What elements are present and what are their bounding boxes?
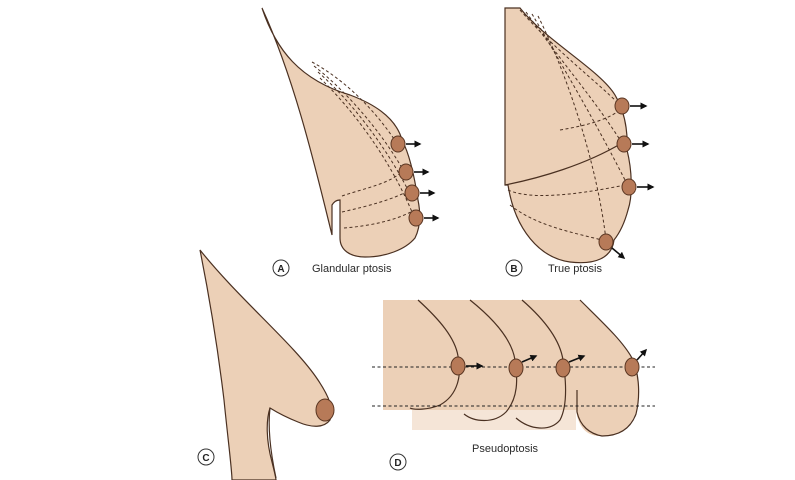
panel-a-contour-3	[317, 71, 409, 191]
panel-c-nipple	[315, 398, 335, 422]
panel-d-arrow-3	[568, 354, 586, 363]
panel-a-torso	[261, 7, 421, 258]
panel-a-contour-7	[343, 209, 415, 229]
panel-a-label: A	[277, 264, 284, 275]
panel-b-nipple-2	[616, 135, 632, 153]
panel-d-arrow-4	[636, 348, 648, 361]
panel-b: B True ptosis	[504, 7, 655, 277]
panel-d: D Pseudoptosis	[372, 299, 655, 471]
panel-b-contour-5	[507, 185, 621, 196]
panel-b-contour-1	[519, 9, 621, 106]
panel-c-torso	[199, 249, 333, 480]
panel-c-underfold	[268, 407, 277, 479]
panel-a-nipple-4	[408, 209, 424, 227]
panel-c-label: C	[202, 453, 209, 464]
panel-b-arrow-4	[611, 247, 626, 259]
panel-a: A Glandular ptosis	[261, 7, 440, 277]
panel-b-label: B	[510, 264, 517, 275]
panel-b-contour-2	[525, 11, 623, 144]
panel-d-nipple-3	[555, 358, 571, 378]
panel-d-outline-4	[576, 299, 640, 437]
panel-a-label-circle	[272, 259, 290, 277]
panel-a-contour-6	[341, 189, 411, 213]
panel-a-contour-1	[311, 61, 397, 143]
panel-b-contour-6	[509, 204, 603, 241]
panel-b-torso	[504, 7, 632, 264]
panel-d-arrow-2	[521, 354, 538, 363]
panel-b-contour-4	[537, 15, 607, 241]
panel-b-caption: True ptosis	[548, 263, 603, 275]
panel-c-label-circle	[197, 448, 215, 466]
panel-a-nipple-2	[398, 163, 414, 181]
panel-d-lower-strip	[412, 405, 576, 430]
panel-d-outline-2	[463, 299, 518, 422]
panel-a-nipple-1	[390, 135, 406, 153]
panel-a-contour-4	[319, 77, 413, 213]
panel-a-contour-2	[313, 65, 403, 169]
panel-d-nipple-2	[508, 358, 524, 378]
panel-b-nipple-3	[621, 178, 637, 196]
panel-a-caption: Glandular ptosis	[312, 263, 392, 275]
panel-d-outline-1	[409, 299, 461, 410]
panel-d-caption: Pseudoptosis	[472, 443, 539, 455]
panel-c: C	[197, 249, 335, 480]
panel-b-contour-3	[531, 13, 629, 187]
panel-b-label-circle	[505, 259, 523, 277]
panel-d-label: D	[394, 458, 401, 469]
panel-a-nipple-3	[404, 184, 420, 202]
panel-b-nipple-1	[614, 97, 630, 115]
panel-d-nipple-1	[450, 356, 466, 376]
panel-b-nipple-4	[598, 233, 614, 251]
panel-d-nipple-4	[624, 357, 640, 377]
panel-d-label-circle	[389, 453, 407, 471]
panel-d-outline-3	[515, 299, 567, 429]
